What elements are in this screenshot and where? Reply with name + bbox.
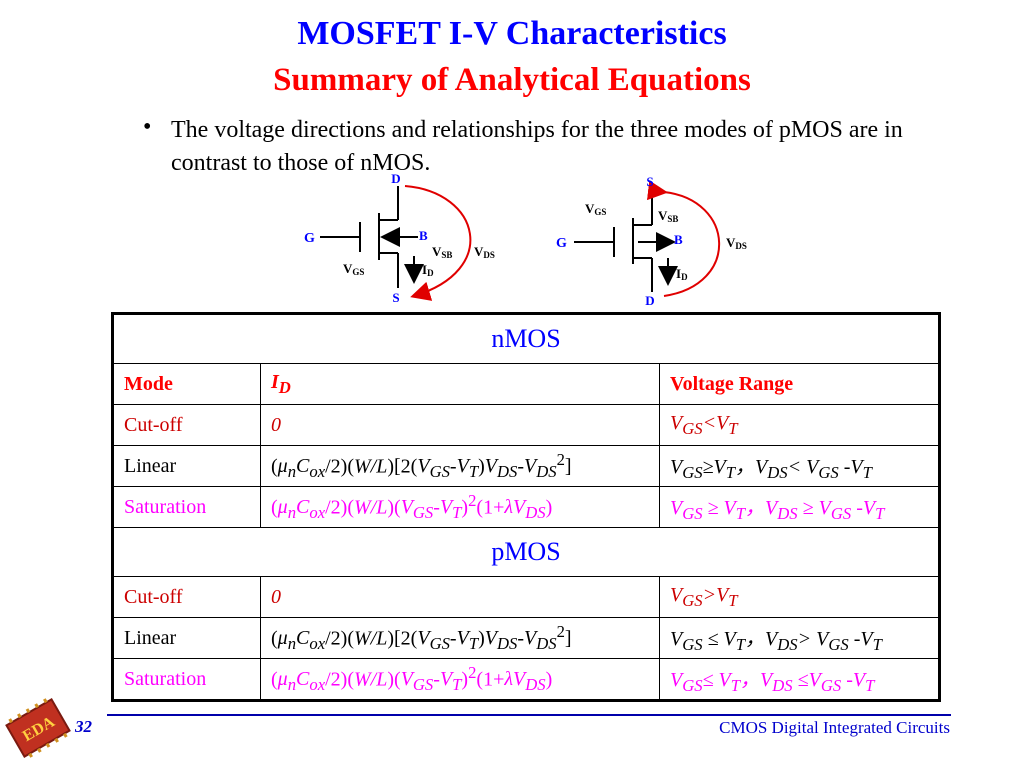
pmos-symbol (574, 180, 721, 297)
range-cell: VGS≤ VT，VDS ≤VGS -VT (659, 658, 940, 701)
pmos-cutoff-row: Cut-off 0 VGS>VT (112, 576, 940, 618)
bullet-dot: • (143, 114, 152, 140)
nmos-drain-label: D (391, 171, 400, 186)
page-number: 32 (75, 717, 92, 736)
mode-cell: Cut-off (112, 404, 261, 446)
nmos-symbol (320, 185, 472, 301)
nmos-body-label: B (419, 228, 428, 243)
pmos-linear-row: Linear (μnCox/2)(W/L)[2(VGS-VT)VDS-VDS2]… (112, 617, 940, 659)
footer-course-title: CMOS Digital Integrated Circuits (719, 718, 950, 737)
table-header-row: Mode ID Voltage Range (112, 363, 940, 405)
summary-table: nMOS Mode ID Voltage Range Cut-off 0 VGS… (111, 312, 941, 702)
col-range-header: Voltage Range (659, 363, 940, 405)
mode-cell: Cut-off (112, 576, 261, 618)
id-cell: (μnCox/2)(W/L)(VGS-VT)2(1+λVDS) (260, 486, 660, 528)
mode-cell: Linear (112, 617, 261, 659)
pmos-id-label: ID (676, 266, 688, 282)
pmos-section-header: pMOS (112, 527, 940, 577)
slide-subtitle: Summary of Analytical Equations (273, 62, 751, 98)
pmos-source-label: S (646, 174, 653, 189)
id-cell: (μnCox/2)(W/L)[2(VGS-VT)VDS-VDS2] (260, 445, 660, 487)
pmos-drain-label: D (645, 293, 654, 308)
pmos-gate-label: G (556, 236, 567, 251)
nmos-saturation-row: Saturation (μnCox/2)(W/L)(VGS-VT)2(1+λVD… (112, 486, 940, 528)
nmos-linear-row: Linear (μnCox/2)(W/L)[2(VGS-VT)VDS-VDS2]… (112, 445, 940, 487)
footer-divider (107, 714, 951, 716)
nmos-section-row: nMOS (112, 313, 940, 364)
nmos-vds-label: VDS (474, 244, 495, 260)
mode-cell: Saturation (112, 658, 261, 701)
id-cell: (μnCox/2)(W/L)(VGS-VT)2(1+λVDS) (260, 658, 660, 701)
range-cell: VGS≥VT，VDS< VGS -VT (659, 445, 940, 487)
nmos-id-label: ID (422, 262, 434, 278)
range-cell: VGS>VT (659, 576, 940, 618)
nmos-vsb-label: VSB (432, 244, 452, 260)
range-cell: VGS ≥ VT，VDS ≥ VGS -VT (659, 486, 940, 528)
slide-title: MOSFET I-V Characteristics (297, 15, 727, 52)
range-cell: VGS ≤ VT，VDS> VGS -VT (659, 617, 940, 659)
id-cell: 0 (260, 404, 660, 446)
mosfet-diagrams: D G B S VGS VSB VDS ID S G B D VGS VSB V… (304, 171, 747, 308)
pmos-body-label: B (674, 232, 683, 247)
bullet-text: The voltage directions and relationships… (171, 117, 903, 176)
col-id-header: ID (260, 363, 660, 405)
pmos-vsb-label: VSB (658, 208, 678, 224)
pmos-saturation-row: Saturation (μnCox/2)(W/L)(VGS-VT)2(1+λVD… (112, 658, 940, 701)
mode-cell: Saturation (112, 486, 261, 528)
id-cell: (μnCox/2)(W/L)[2(VGS-VT)VDS-VDS2] (260, 617, 660, 659)
range-cell: VGS<VT (659, 404, 940, 446)
nmos-gate-label: G (304, 231, 315, 246)
nmos-source-label: S (392, 290, 399, 305)
eda-logo: EDA (5, 698, 71, 758)
nmos-vgs-label: VGS (343, 261, 364, 277)
id-cell: 0 (260, 576, 660, 618)
nmos-section-header: nMOS (112, 313, 940, 364)
pmos-vgs-label: VGS (585, 201, 606, 217)
mode-cell: Linear (112, 445, 261, 487)
pmos-vds-label: VDS (726, 235, 747, 251)
pmos-section-row: pMOS (112, 527, 940, 577)
nmos-cutoff-row: Cut-off 0 VGS<VT (112, 404, 940, 446)
col-mode-header: Mode (112, 363, 261, 405)
